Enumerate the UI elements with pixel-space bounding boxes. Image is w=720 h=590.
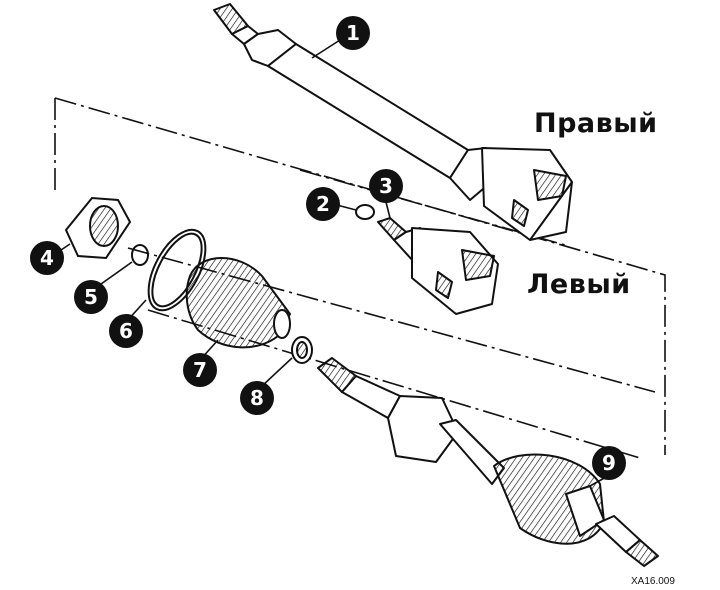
- outer-race: [64, 196, 132, 260]
- right-side-label: Правый: [534, 108, 658, 139]
- callout-4: 4: [30, 241, 64, 275]
- leader-lines: [57, 39, 609, 487]
- right-shaft: [213, 3, 573, 241]
- callout-9: 9: [592, 446, 626, 480]
- inner-ring: [131, 244, 149, 266]
- callout-1: 1: [336, 16, 370, 50]
- cv-boot: [185, 257, 292, 349]
- callout-6: 6: [109, 314, 143, 348]
- left-inner-joint: [377, 217, 499, 315]
- small-clamp: [291, 336, 313, 364]
- figure-code: XA16.009: [631, 576, 675, 587]
- left-side-label: Левый: [527, 269, 631, 300]
- snap-ring: [355, 204, 375, 220]
- callout-7: 7: [183, 353, 217, 387]
- main-shaft: [317, 357, 659, 567]
- callout-5: 5: [74, 280, 108, 314]
- callout-2: 2: [306, 187, 340, 221]
- callout-3: 3: [369, 169, 403, 203]
- callout-8: 8: [240, 381, 274, 415]
